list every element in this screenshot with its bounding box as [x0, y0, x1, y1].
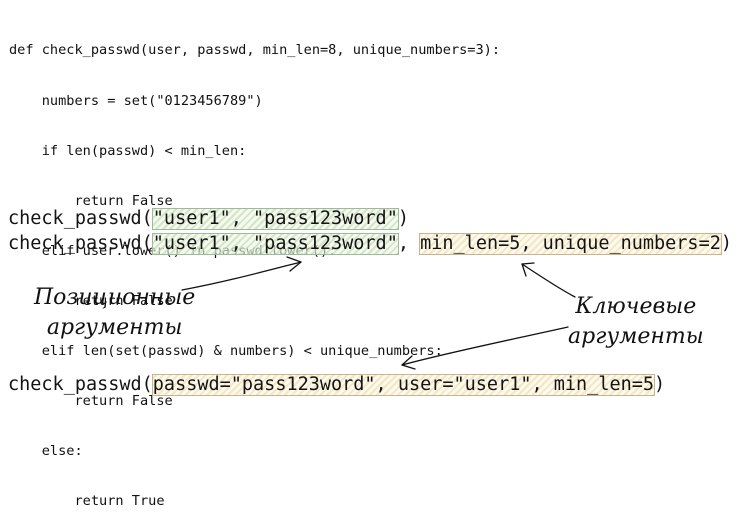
- arrow-keyword-up-icon: [521, 262, 576, 298]
- call-suffix: ): [720, 233, 732, 254]
- keyword-args-label: Ключевые аргументы: [568, 294, 704, 349]
- call-suffix: ): [397, 208, 409, 229]
- code-line: numbers = set("0123456789"): [9, 92, 263, 109]
- positional-args-highlight: "user1", "pass123word": [151, 208, 399, 230]
- code-line: return False: [9, 393, 173, 410]
- call-keyword-only: check_passwd(passwd="pass123word", user=…: [8, 374, 665, 396]
- call-positional-and-keyword: check_passwd("user1", "pass123word", min…: [8, 233, 732, 255]
- positional-args-label: Позиционные аргументы: [34, 285, 196, 340]
- arrow-keyword-down-icon: [401, 326, 569, 370]
- keyword-args-highlight: min_len=5, unique_numbers=2: [419, 233, 722, 255]
- positional-args-highlight: "user1", "pass123word": [151, 233, 399, 255]
- code-line: else:: [9, 443, 83, 460]
- call-prefix: check_passwd(: [8, 208, 153, 229]
- annotation-arrows: [181, 256, 576, 370]
- call-positional-only: check_passwd("user1", "pass123word"): [8, 208, 409, 230]
- arrow-positional-icon: [181, 256, 302, 291]
- call-prefix: check_passwd(: [8, 233, 153, 254]
- call-separator: ,: [397, 233, 421, 254]
- code-line: return True: [9, 493, 165, 510]
- keyword-args-highlight: passwd="pass123word", user="user1", min_…: [151, 374, 656, 396]
- call-suffix: ): [654, 374, 666, 395]
- code-line: if len(passwd) < min_len:: [9, 142, 247, 159]
- call-prefix: check_passwd(: [8, 374, 153, 395]
- code-line: return False: [9, 292, 173, 309]
- code-line: def check_passwd(user, passwd, min_len=8…: [9, 42, 501, 59]
- code-line: elif len(set(passwd) & numbers) < unique…: [9, 342, 443, 359]
- code-line: return False: [9, 192, 173, 209]
